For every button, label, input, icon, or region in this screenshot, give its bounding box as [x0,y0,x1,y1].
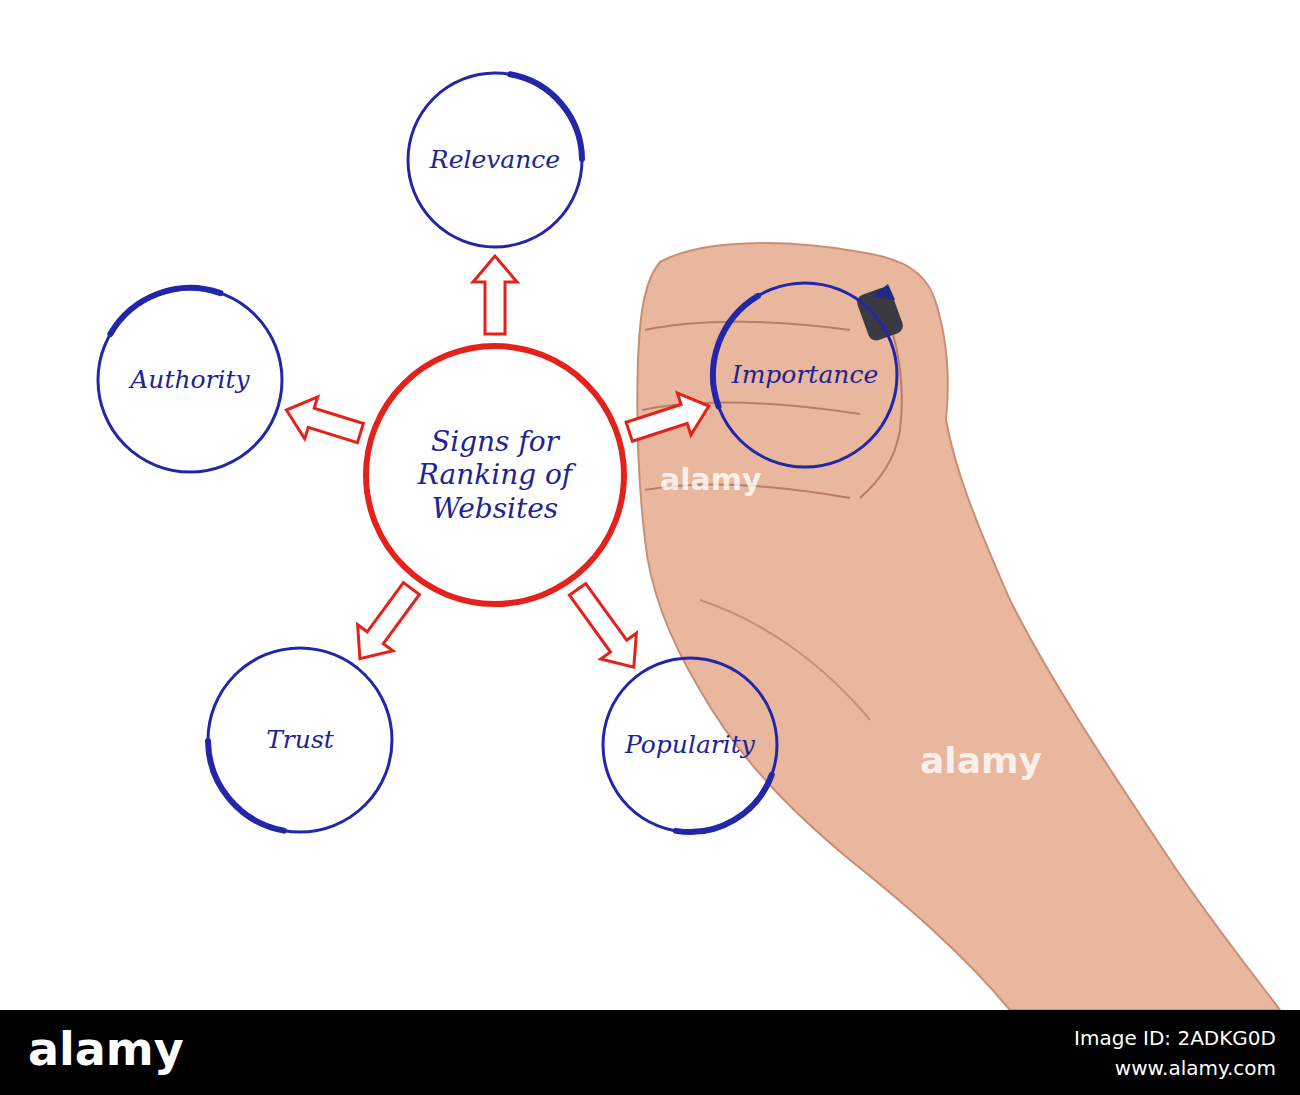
factor-circle: Relevance [405,70,585,250]
text-wrap: Popularity [625,730,755,760]
node-label: Trust [266,725,334,755]
block-arrow [569,584,636,668]
watermark: alamy [920,740,1042,781]
text-wrap: Trust [266,725,334,755]
factor-circle: Authority [95,285,285,475]
image-id: Image ID: 2ADKG0D [1074,1026,1276,1050]
node-label: Authority [130,365,249,395]
marker-stroke [394,59,596,261]
block-arrow [626,393,709,441]
node-label: Importance [732,360,878,390]
circle-stroke [366,346,624,604]
node-label: Relevance [430,145,560,175]
factor-circle: Popularity [600,655,780,835]
text-wrap: Signs for Ranking of Websites [385,425,605,526]
block-arrow [358,583,420,659]
factor-circle: Trust [205,645,395,835]
hand [637,243,1280,1010]
text-wrap: Authority [130,365,249,395]
watermark: alamy [660,462,762,497]
text-wrap: Relevance [430,145,560,175]
block-arrow [473,256,517,334]
block-arrow [286,397,363,443]
palm-line [700,600,870,720]
marker-stroke [578,633,801,856]
marker-stroke [64,254,315,505]
factor-circle: Importance [710,280,900,470]
text-wrap: Importance [732,360,878,390]
finger-line [645,322,850,330]
marker-stroke [193,633,406,846]
hub-circle: Signs for Ranking of Websites [360,340,630,610]
marker-stroke [687,257,923,493]
node-label: Signs for Ranking of Websites [385,425,605,526]
footer-logo: alamy [28,1022,184,1076]
marker-tip [872,284,895,300]
footer-bar [0,1010,1300,1095]
footer-url: www.alamy.com [1115,1056,1276,1080]
node-label: Popularity [625,730,755,760]
